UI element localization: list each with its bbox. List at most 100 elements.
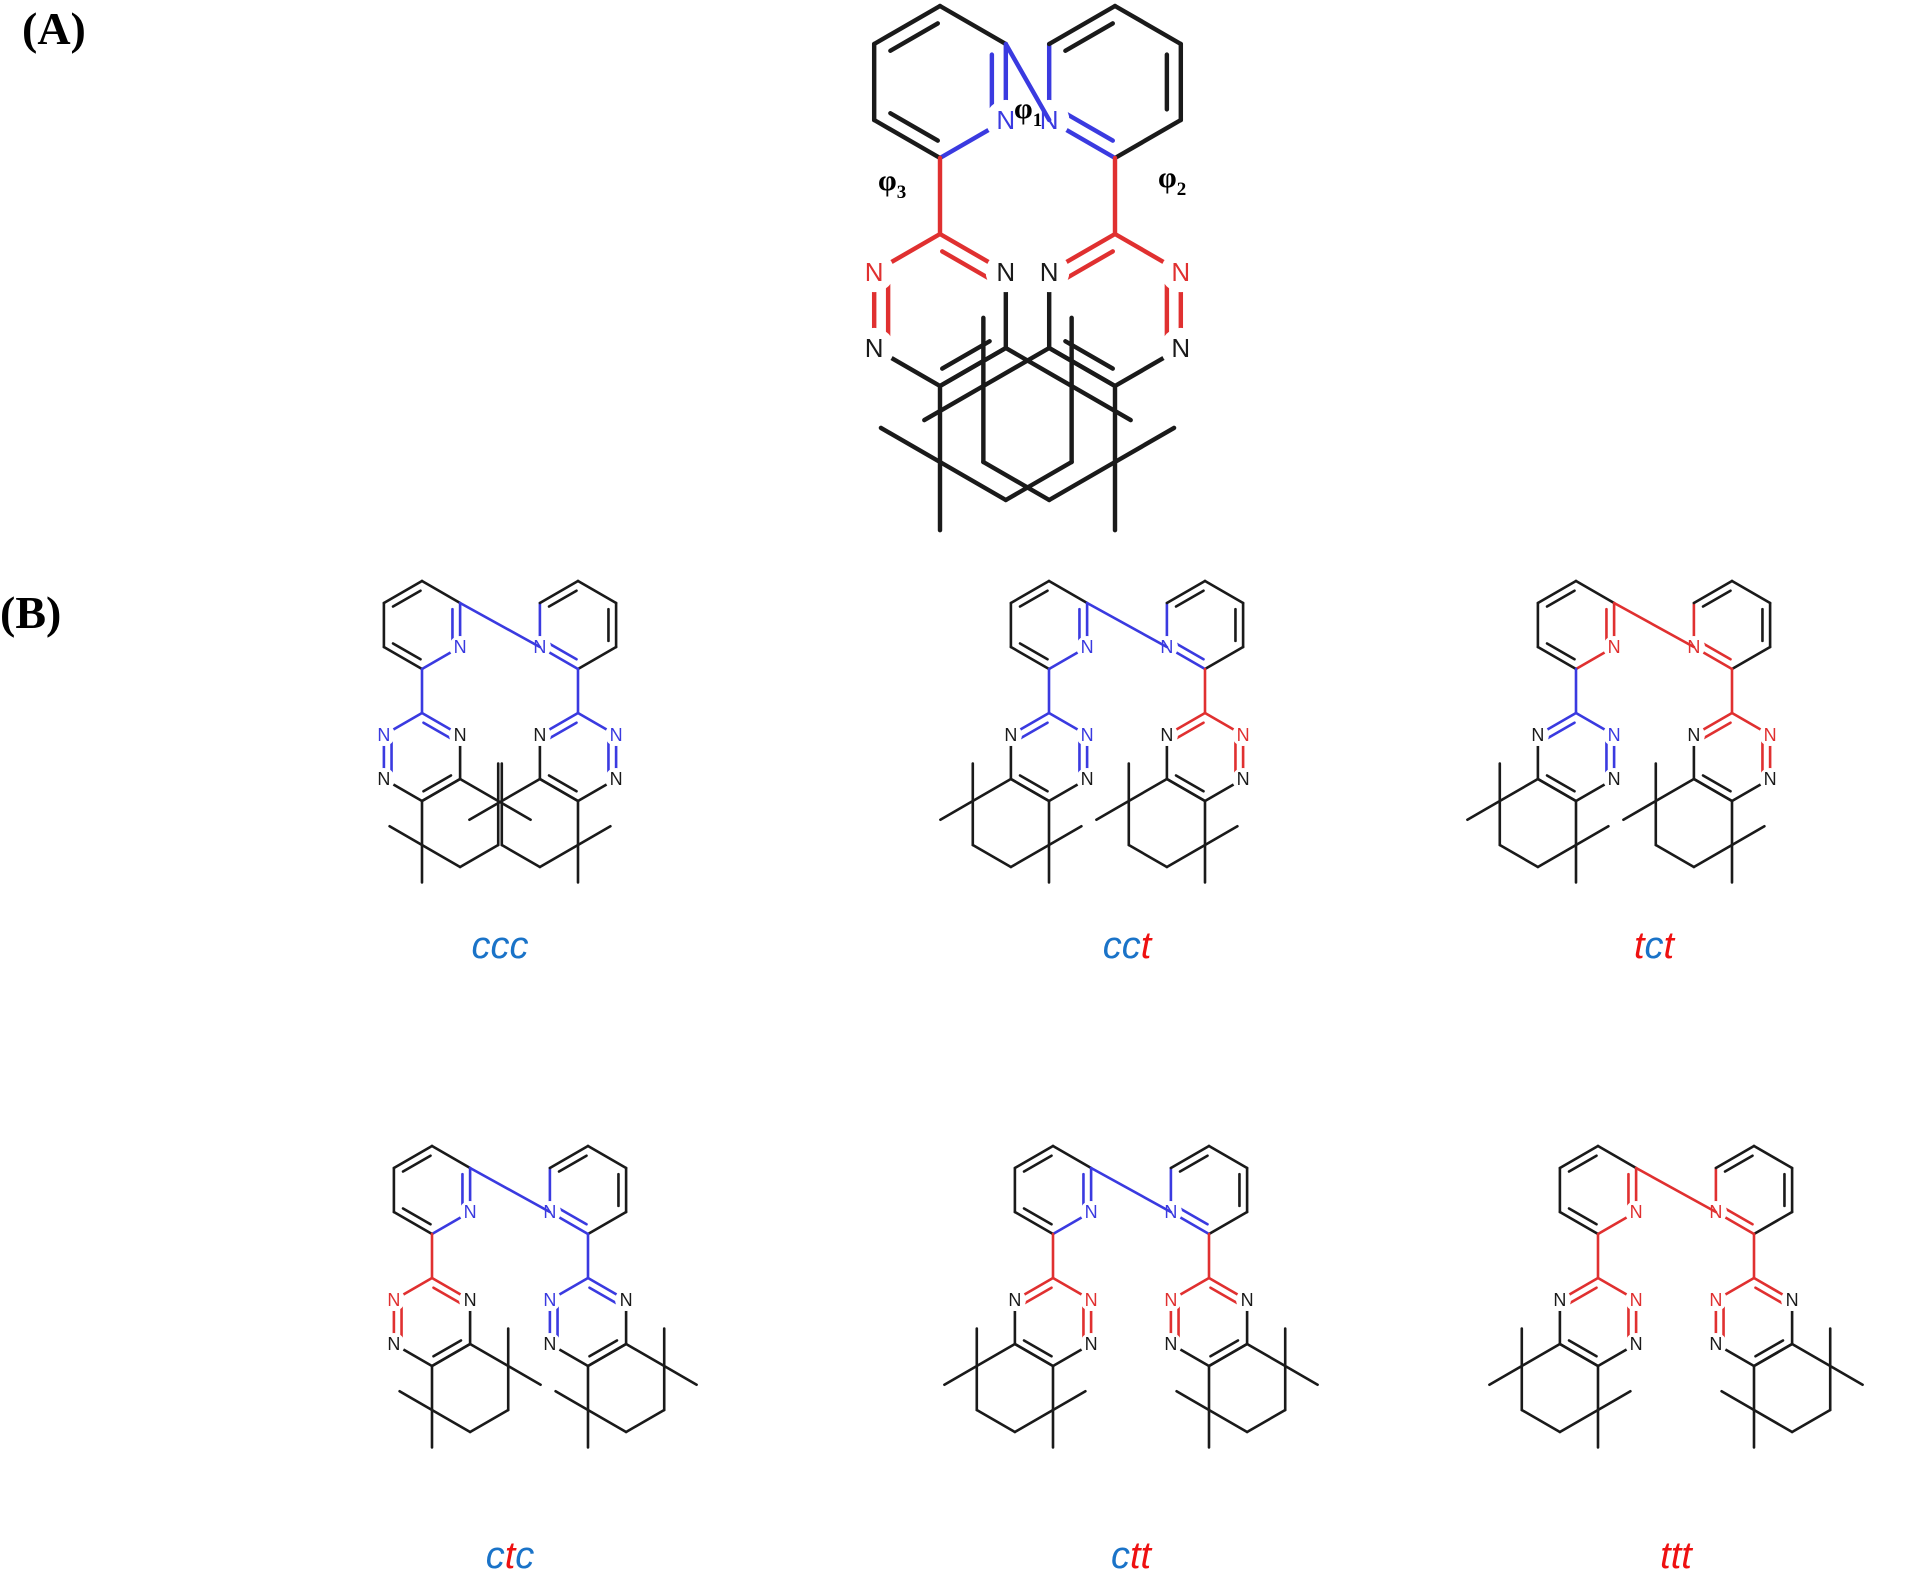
- struct-ctc-trL-cy5: [430, 1342, 472, 1368]
- struct-cct-trR-n2-bg: [1232, 723, 1255, 747]
- struct-cct-trR-me4b: [1203, 824, 1239, 847]
- struct-cct-trL-me1b: [939, 799, 975, 822]
- struct-a-trR-n4-bg: [1029, 251, 1070, 293]
- struct-ctt-trR-n2-bg: [1159, 1288, 1182, 1312]
- conformer-label-cct: cct: [1103, 925, 1153, 967]
- struct-cct-trL-n2-bg: [1076, 723, 1099, 747]
- struct-ttt-pyR-bond-4-inner: [1723, 1154, 1754, 1173]
- struct-ctc-trR-cy2: [624, 1408, 666, 1434]
- struct-cct-trR-b2-inner: [1174, 774, 1205, 793]
- panel-label-a: (A): [22, 3, 86, 54]
- struct-ctc-trR-cy5: [586, 1342, 628, 1368]
- struct-a-trR-me4b: [1112, 425, 1177, 465]
- struct-ctc-trR-me1a: [662, 1364, 698, 1387]
- struct-ccc-trR-cy3: [538, 843, 580, 869]
- struct-tct-trL-n4-bg: [1526, 723, 1549, 747]
- struct-tct-trR-n2: N: [1764, 725, 1777, 745]
- struct-ctt-trR-n4-bg: [1236, 1288, 1259, 1312]
- struct-a-phi1: [1003, 41, 1052, 123]
- struct-ccc-trR-n2-bg: [605, 723, 628, 747]
- struct-ttt-trR-n2: N: [1709, 1290, 1722, 1310]
- struct-cct-pyL-n-bg: [1076, 635, 1099, 659]
- struct-ctt-pyL-bond-2: [1013, 1210, 1055, 1236]
- struct-a-trL-me4a: [878, 425, 943, 465]
- struct-tct-trL-n2: N: [1608, 725, 1621, 745]
- struct-tct-trL-cy0: [1498, 777, 1540, 803]
- struct-ctc-trR-n2: N: [543, 1290, 556, 1310]
- struct-ctc-pyR-bond-4-inner: [557, 1154, 588, 1173]
- struct-ctt-trL-n4: N: [1008, 1290, 1021, 1310]
- struct-ccc-trL-n2: N: [377, 725, 390, 745]
- struct-tct-trR-me4b: [1730, 824, 1766, 847]
- struct-ccc-trR-b2-inner: [547, 774, 578, 793]
- struct-ctt-trL-cy5: [1013, 1342, 1055, 1368]
- struct-ctt-trL-me1b: [943, 1364, 979, 1387]
- struct-ccc-trL-cy2: [458, 843, 500, 869]
- struct-tct-trL-b0-inner: [1545, 721, 1576, 740]
- struct-ctc-pyR-bond-5: [586, 1144, 628, 1170]
- struct-ccc-pyR-bond-1: [576, 645, 618, 671]
- struct-a-pyL-bond-5: [937, 3, 1009, 47]
- struct-ctt-trR-n2: N: [1164, 1290, 1177, 1310]
- struct-ctt-trR-cy0: [1245, 1342, 1287, 1368]
- struct-ttt-pyL-bond-2-inner: [1567, 1207, 1598, 1226]
- struct-ctt-pyL-n-bg: [1080, 1200, 1103, 1224]
- struct-a-trR-n2-bg: [1160, 251, 1201, 293]
- struct-ctt-trR-b0-inner: [1209, 1286, 1240, 1305]
- struct-tct-trR-b0-inner: [1701, 721, 1732, 740]
- struct-ctt-trR-me1a: [1283, 1364, 1319, 1387]
- conformer-label-ctc: ctc: [486, 1535, 535, 1577]
- struct-ttt-trR-me4a: [1720, 1389, 1756, 1412]
- struct-cct-trR-cy5: [1165, 777, 1207, 803]
- struct-ctt-trL-cy0: [975, 1342, 1017, 1368]
- struct-cct-pyL-bond-2: [1009, 645, 1051, 671]
- struct-a-pyR-bond-4: [1046, 3, 1118, 47]
- struct-cct-trL-n4: N: [1004, 725, 1017, 745]
- struct-ttt-trR-n4: N: [1786, 1290, 1799, 1310]
- struct-ccc-trL-cy5: [420, 777, 462, 803]
- struct-ccc-trL-n1: N: [377, 769, 390, 789]
- struct-a-trL-cy0: [1003, 345, 1074, 389]
- struct-ctc-trL-n1: N: [387, 1334, 400, 1354]
- struct-a-trL-me1a: [1069, 383, 1133, 423]
- struct-ccc-phi1: [458, 601, 542, 649]
- struct-ctt-pyL-bond-2-inner: [1022, 1207, 1053, 1226]
- struct-ctc-trR-cy3: [586, 1408, 628, 1434]
- struct-a-pyL-bond-4-inner: [888, 21, 940, 53]
- struct-cct-trR-n4-bg: [1155, 723, 1178, 747]
- struct-cct-trL-me4b: [1047, 824, 1083, 847]
- torsion-label-phi1: φ1: [1014, 92, 1042, 131]
- struct-tct-trR-me1b: [1622, 799, 1658, 822]
- struct-ctt-pyR-bond-1: [1207, 1210, 1249, 1236]
- struct-ctc-pyL-n: N: [464, 1202, 477, 1222]
- struct-ctc-trR-n4-bg: [615, 1288, 638, 1312]
- struct-ttt-trL-b2-inner: [1567, 1339, 1598, 1358]
- struct-ctt-pyR-bond-4-inner: [1178, 1154, 1209, 1173]
- struct-ctt-trR-n1-bg: [1159, 1332, 1182, 1356]
- struct-ctc-trR-n1: N: [543, 1334, 556, 1354]
- struct-ttt-trL-b0-inner: [1567, 1286, 1598, 1305]
- struct-cct-trL-b2-inner: [1018, 774, 1049, 793]
- struct-a-pyL-bond-2: [871, 117, 943, 161]
- struct-ttt-pyL-bond-4: [1558, 1144, 1600, 1170]
- struct-a-trR-n4: N: [1040, 257, 1059, 287]
- struct-ccc-pyL-n: N: [454, 637, 467, 657]
- struct-tct-trR-cy0: [1654, 777, 1696, 803]
- struct-ttt-pyL-n: N: [1630, 1202, 1643, 1222]
- struct-cct-pyL-bond-5: [1047, 579, 1089, 605]
- struct-a-trR-cy2: [981, 459, 1052, 503]
- struct-ctc-trL-me1a: [506, 1364, 542, 1387]
- struct-ttt-trL-n2: N: [1630, 1290, 1643, 1310]
- struct-cct-trL-cy0: [971, 777, 1013, 803]
- struct-ctc-trL-n1-bg: [382, 1332, 405, 1356]
- struct-ctc-trL-cy2: [468, 1408, 510, 1434]
- struct-tct-trL-cy2: [1498, 843, 1540, 869]
- struct-ccc-pyL-n-bg: [449, 635, 472, 659]
- struct-ttt-trL-n1: N: [1630, 1334, 1643, 1354]
- struct-ccc-trR-n2: N: [610, 725, 623, 745]
- struct-a-trL-n2-bg: [854, 251, 895, 293]
- struct-tct-trR-n1-bg: [1759, 767, 1782, 791]
- struct-ttt-trL-cy5: [1558, 1342, 1600, 1368]
